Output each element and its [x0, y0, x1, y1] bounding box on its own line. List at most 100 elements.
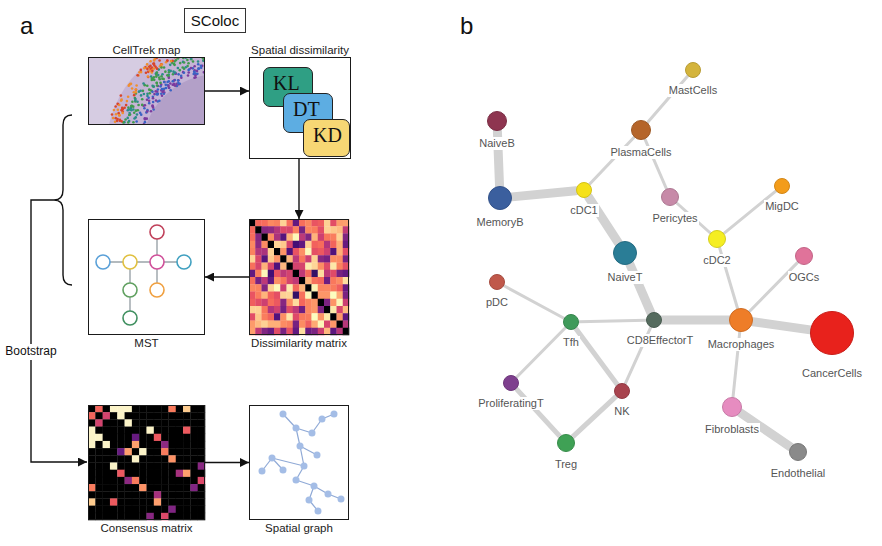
- panel-heading: Dissimilarity matrix: [251, 337, 347, 350]
- cell-type-label: NaiveT: [607, 271, 644, 284]
- cell-type-dot: [488, 186, 512, 210]
- metric-tile: KD: [303, 119, 350, 157]
- cell-type-node: cDC2: [702, 230, 732, 267]
- mst-nodes: [96, 225, 191, 325]
- cell-type-label: cDC1: [569, 204, 599, 217]
- cell-type-node: CancerCells: [801, 311, 863, 380]
- cell-type-label: Pericytes: [651, 212, 698, 225]
- cell-type-node: Fibroblasts: [704, 397, 760, 436]
- cell-type-node: CD8EffectorT: [614, 312, 694, 347]
- panel-box: CellTrek map: [88, 57, 205, 125]
- cell-type-node: MemoryB: [475, 186, 524, 229]
- cell-type-node: pDC: [485, 274, 509, 309]
- colocalization-link: [504, 286, 564, 318]
- cell-type-node: NK: [613, 383, 630, 418]
- cell-type-label: Fibroblasts: [704, 423, 760, 436]
- cell-type-dot: [722, 397, 742, 417]
- panel-heading: Consensus matrix: [100, 522, 192, 535]
- panel-box: Spatial dissimilarityKLDTKD: [249, 57, 351, 159]
- panel-letter: b: [460, 12, 473, 40]
- cell-type-label: NaiveB: [478, 137, 515, 150]
- panel-box: MST: [88, 219, 205, 335]
- cell-type-dot: [563, 314, 579, 330]
- method-title-box: SColoc: [184, 8, 246, 33]
- cell-type-node: OGCs: [788, 247, 821, 284]
- cell-type-dot: [489, 274, 505, 290]
- cell-type-dot: [613, 241, 637, 265]
- metric-label: KL: [273, 73, 300, 93]
- loop-label: Bootstrap: [4, 344, 57, 360]
- cell-type-label: PlasmaCells: [609, 146, 672, 159]
- cell-type-dot: [810, 311, 854, 355]
- cell-type-label: MigDC: [764, 200, 800, 213]
- cell-type-node: Treg: [554, 434, 578, 471]
- cell-type-node: MigDC: [764, 178, 800, 213]
- cell-type-dot: [557, 434, 575, 452]
- cell-type-label: Endothelial: [770, 467, 826, 480]
- panel-heading: CellTrek map: [113, 44, 181, 57]
- cell-type-node: NaiveT: [607, 241, 644, 284]
- colocalization-link: [579, 320, 646, 322]
- colocalization-link: [662, 316, 729, 325]
- panel-letter: a: [20, 12, 33, 40]
- panel-box: Spatial graph: [249, 405, 349, 520]
- method-title: SColoc: [191, 12, 239, 29]
- spatial-graph-nodes: [259, 411, 345, 515]
- cell-type-dot: [789, 443, 807, 461]
- cell-type-node: Pericytes: [641, 188, 698, 225]
- cell-type-label: MastCells: [668, 84, 718, 97]
- flow-arrow: [298, 159, 299, 219]
- bootstrap-loop: [31, 200, 87, 462]
- cell-type-label: ProliferatingT: [477, 397, 544, 410]
- cell-type-dot: [487, 111, 507, 131]
- flow-arrow: [205, 276, 249, 277]
- cell-type-label: MemoryB: [475, 216, 524, 229]
- cell-type-node: cDC1: [569, 182, 599, 217]
- panel-box: Dissimilarity matrix: [249, 219, 349, 335]
- colocalization-link: [648, 76, 688, 122]
- colocalization-link: [576, 328, 617, 384]
- cell-type-node: Macrophages: [707, 308, 776, 351]
- cell-type-label: NK: [613, 405, 630, 418]
- cell-type-node: Endothelial: [770, 443, 826, 480]
- spatial-graph-edges: [262, 414, 341, 511]
- panel-heading: Spatial dissimilarity: [251, 44, 349, 57]
- cell-type-node: MastCells: [668, 62, 718, 97]
- consensus-heatmap: [88, 405, 205, 520]
- colocalization-link: [753, 322, 810, 330]
- cell-type-dot: [795, 247, 813, 265]
- cell-type-dot: [661, 188, 679, 206]
- cell-type-dot: [685, 62, 701, 78]
- colocalization-link: [573, 396, 617, 436]
- cell-type-dot: [576, 182, 592, 198]
- cell-type-label: cDC2: [702, 254, 732, 267]
- mst-tree: [103, 232, 184, 318]
- panel-heading: MST: [134, 337, 158, 350]
- flow-arrow: [205, 90, 249, 91]
- metric-label: KD: [313, 125, 342, 145]
- panel-box: Consensus matrix: [88, 405, 205, 520]
- cell-type-label: CD8EffectorT: [626, 334, 694, 347]
- cell-type-dot: [708, 230, 726, 248]
- colocalization-link: [517, 328, 566, 378]
- cell-type-node: PlasmaCells: [609, 120, 672, 159]
- cell-type-dot: [729, 308, 753, 332]
- cell-type-dot: [503, 375, 519, 391]
- dissimilarity-heatmap: [249, 219, 349, 335]
- colocalization-link: [589, 137, 634, 184]
- cell-type-label: Treg: [554, 458, 578, 471]
- cell-type-label: Tfh: [562, 336, 580, 349]
- cell-type-label: pDC: [485, 296, 509, 309]
- bracket: [54, 115, 72, 285]
- cell-type-label: OGCs: [788, 271, 821, 284]
- colocalization-link: [749, 262, 797, 311]
- cell-type-node: NaiveB: [478, 111, 515, 150]
- cell-type-node: ProliferatingT: [477, 375, 544, 410]
- cell-type-node: Tfh: [562, 314, 580, 349]
- cell-type-dot: [646, 312, 662, 328]
- cell-type-dot: [774, 178, 790, 194]
- flow-arrow: [205, 462, 249, 463]
- cell-type-label: CancerCells: [801, 367, 863, 380]
